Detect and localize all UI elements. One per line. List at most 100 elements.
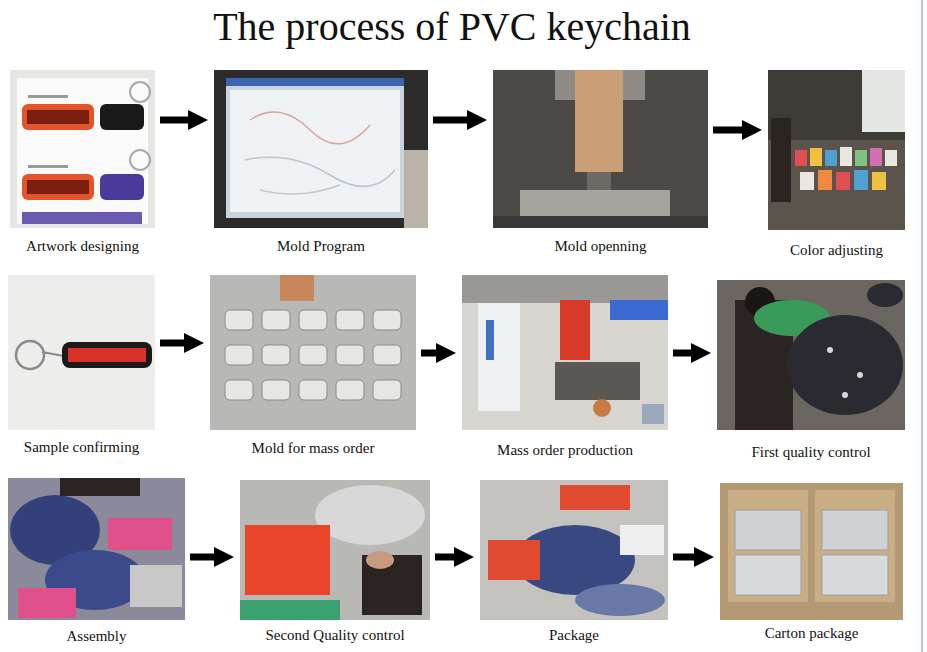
artwork-photo [10, 70, 155, 228]
process-step: Carton package [720, 483, 903, 642]
process-step: First quality control [717, 280, 905, 461]
caption-line: First quality control [717, 443, 905, 461]
mass-mold-photo-shape [225, 310, 253, 330]
color-adjusting-photo-shape [862, 70, 905, 132]
artwork-photo-shape [22, 104, 94, 130]
mold-program-photo-shape [250, 112, 370, 144]
color-adjusting-photo-shape [810, 148, 822, 166]
flow-arrow [160, 340, 184, 347]
step-caption: Second Quality control [265, 626, 404, 644]
artwork-photo-shape [22, 212, 142, 224]
sample-photo [8, 275, 155, 430]
color-adjusting-photo-shape [818, 170, 832, 190]
flow-arrow [433, 117, 467, 124]
production-machine-photo-shape [555, 362, 640, 400]
mass-mold-photo-shape [299, 345, 327, 365]
color-adjusting-photo-shape [885, 150, 897, 166]
flow-arrow [421, 350, 436, 357]
step-caption: Mold Program [277, 237, 365, 255]
flow-arrow [190, 554, 214, 561]
mass-mold-photo-shape [210, 275, 416, 430]
mold-program-photo-shape [245, 157, 395, 186]
assembly-photo-shape [60, 478, 140, 496]
caption-line: Mold Program [214, 237, 428, 255]
mass-mold-photo [210, 275, 416, 430]
package-photo-shape [488, 540, 540, 580]
process-step: Assembly [8, 478, 185, 645]
production-machine-photo-shape [560, 300, 590, 360]
caption-line: Second Quality control [240, 626, 430, 644]
assembly-photo-shape [130, 565, 182, 607]
process-step: Mold for mass order [210, 275, 416, 457]
first-qc-photo [717, 280, 905, 430]
process-step: Color adjusting [768, 70, 905, 259]
caption-line: Sample confirming [8, 438, 155, 456]
flow-arrow [673, 554, 694, 561]
production-machine-photo-shape [462, 275, 668, 430]
step-caption: Artwork designing [26, 237, 139, 255]
sample-photo-shape [42, 352, 64, 356]
production-machine-photo-shape [593, 399, 611, 417]
package-photo-shape [480, 480, 668, 620]
step-caption: First quality control [751, 443, 870, 461]
mass-mold-photo-shape [262, 345, 290, 365]
step-caption: Carton package [765, 624, 859, 642]
artwork-photo-shape [100, 174, 144, 200]
mass-mold-photo-shape [299, 380, 327, 400]
carton-photo-shape [735, 555, 801, 595]
color-adjusting-photo [768, 70, 905, 230]
color-adjusting-photo-shape [854, 170, 868, 190]
color-adjusting-photo-shape [771, 118, 791, 202]
step-caption: Mold for mass order [252, 439, 375, 457]
flow-arrow [713, 127, 742, 134]
production-machine-photo-shape [462, 275, 668, 303]
step-caption: Sample confirming [24, 438, 139, 456]
mass-mold-photo-shape [225, 345, 253, 365]
carton-photo-shape [728, 490, 808, 602]
mold-opening-photo-shape [520, 190, 670, 218]
package-photo [480, 480, 668, 620]
artwork-photo-shape [130, 82, 150, 102]
process-step: Mass order production [462, 275, 668, 459]
mold-opening-photo-shape [493, 216, 708, 228]
color-adjusting-photo-shape [825, 150, 837, 166]
production-machine-photo-shape [642, 404, 664, 424]
process-step: Sample confirming [8, 275, 155, 456]
color-adjusting-photo-shape [855, 150, 867, 166]
sample-photo-shape [68, 348, 146, 362]
second-qc-photo-shape [315, 485, 425, 545]
mass-mold-photo-shape [299, 310, 327, 330]
process-step: Artwork designing [10, 70, 155, 255]
mold-opening-photo-shape [493, 70, 708, 228]
first-qc-photo-shape [787, 315, 903, 415]
artwork-photo-shape [100, 104, 144, 130]
mold-program-photo-shape [230, 90, 400, 212]
mass-mold-photo-shape [336, 380, 364, 400]
package-photo-shape [575, 584, 665, 616]
process-step: Second Quality control [240, 480, 430, 644]
mass-mold-photo-shape [262, 310, 290, 330]
mass-mold-photo-shape [373, 380, 401, 400]
second-qc-photo-shape [240, 480, 430, 620]
step-caption: Mass order production [497, 441, 633, 459]
carton-photo-shape [815, 490, 895, 602]
production-machine-photo-shape [486, 320, 494, 360]
process-step: Package [480, 480, 668, 644]
artwork-photo-shape [17, 78, 148, 224]
caption-line: Carton package [720, 624, 903, 642]
step-caption: Assembly [67, 627, 127, 645]
mass-mold-photo-shape [280, 275, 314, 301]
caption-line: Package [480, 626, 668, 644]
carton-photo-shape [735, 510, 801, 550]
color-adjusting-photo-shape [795, 150, 807, 166]
second-qc-photo [240, 480, 430, 620]
caption-line: Mass order production [462, 441, 668, 459]
artwork-photo-shape [27, 110, 89, 124]
assembly-photo [8, 478, 185, 620]
production-machine-photo-shape [478, 303, 520, 411]
sample-photo-shape [16, 341, 44, 369]
caption-line: Color adjusting [768, 241, 905, 259]
color-adjusting-photo-shape [840, 147, 852, 166]
